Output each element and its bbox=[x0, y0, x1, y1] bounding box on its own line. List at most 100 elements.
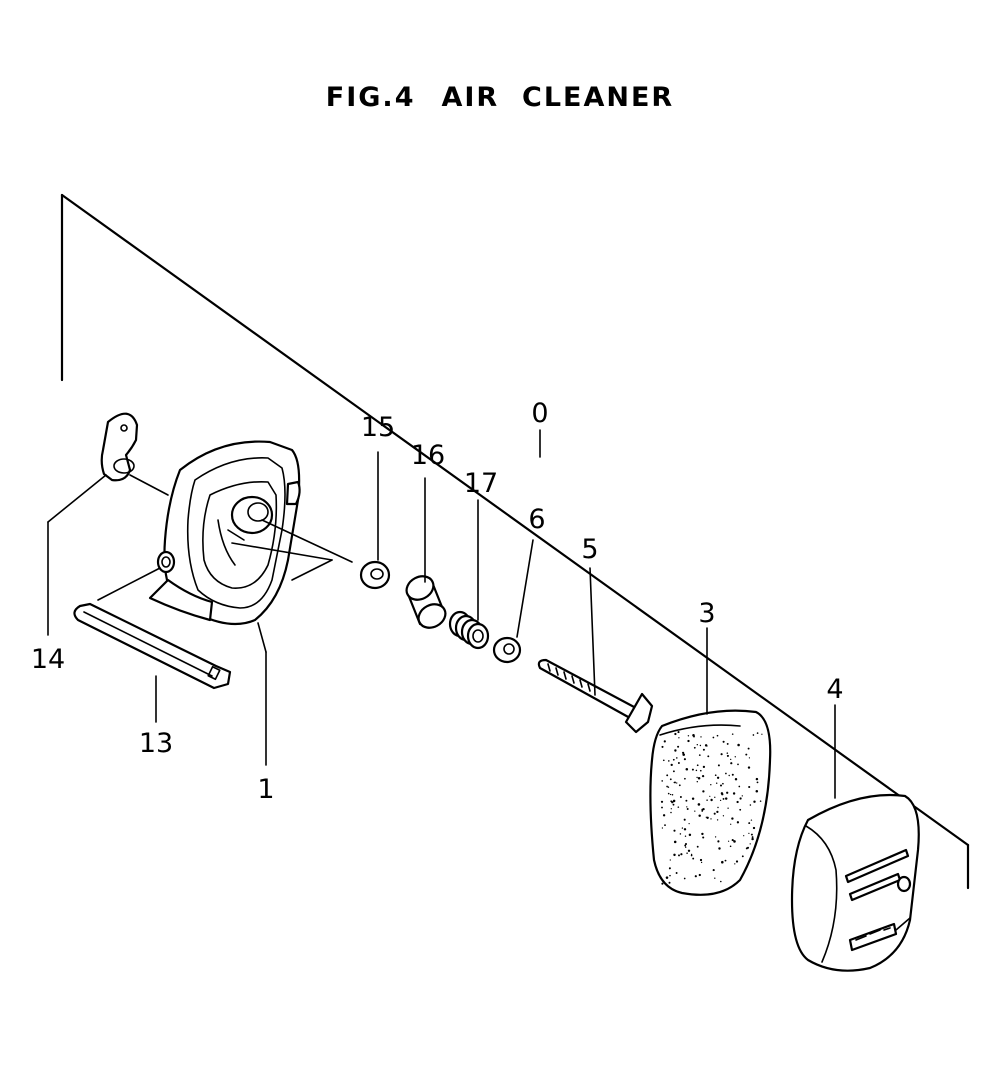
foam-speck bbox=[673, 853, 676, 857]
foam-speck bbox=[678, 854, 680, 857]
gasket-outline bbox=[100, 412, 139, 482]
assembly-bracket bbox=[60, 193, 970, 890]
foam-speck bbox=[681, 827, 684, 829]
foam-speck bbox=[756, 781, 759, 784]
foam-speck bbox=[755, 790, 759, 793]
foam-speck bbox=[673, 840, 677, 844]
foam-speck bbox=[699, 858, 703, 862]
foam-speck bbox=[712, 736, 715, 739]
foam-speck bbox=[679, 796, 682, 798]
washer-6-hole bbox=[503, 643, 515, 655]
callout-13: 13 bbox=[139, 728, 173, 759]
foam-speck bbox=[714, 836, 717, 838]
foam-speck bbox=[676, 782, 678, 784]
foam-speck bbox=[667, 760, 670, 762]
housing-boss bbox=[230, 495, 274, 535]
collar-end-far bbox=[405, 575, 435, 601]
leader-5 bbox=[589, 567, 596, 696]
foam-speck bbox=[712, 869, 715, 872]
foam-speck bbox=[700, 736, 702, 738]
washer-6-outer bbox=[492, 636, 522, 664]
foam-speck bbox=[683, 818, 686, 821]
cover-side-edge bbox=[805, 825, 838, 963]
foam-speck bbox=[704, 744, 708, 747]
part-3-element bbox=[649, 627, 772, 896]
foam-speck bbox=[699, 769, 702, 772]
foam-speck bbox=[722, 797, 725, 800]
foam-speck bbox=[698, 754, 701, 756]
callout-0: 0 bbox=[531, 398, 548, 429]
foam-speck bbox=[761, 733, 763, 735]
foam-speck bbox=[661, 882, 664, 885]
foam-speck bbox=[685, 846, 687, 848]
spring-inner bbox=[472, 629, 484, 643]
leader-6 bbox=[516, 539, 534, 638]
foam-speck bbox=[706, 799, 708, 801]
foam-speck bbox=[731, 773, 734, 776]
foam-speck bbox=[674, 749, 677, 752]
bolt-threads bbox=[547, 663, 591, 692]
figure-name: AIR CLEANER bbox=[441, 82, 675, 113]
foam-speck bbox=[666, 774, 669, 777]
part-6-washer bbox=[492, 539, 534, 664]
gasket-hole-small bbox=[120, 424, 128, 432]
element-foam-texture bbox=[660, 731, 763, 885]
washer-15-hole bbox=[370, 568, 384, 580]
foam-speck bbox=[661, 806, 663, 809]
foam-speck bbox=[691, 797, 695, 800]
foam-speck bbox=[751, 836, 754, 839]
foam-speck bbox=[743, 835, 745, 837]
foam-speck bbox=[675, 872, 678, 874]
foam-speck bbox=[688, 833, 692, 837]
foam-speck bbox=[678, 784, 681, 787]
foam-speck bbox=[671, 794, 674, 796]
housing-stud bbox=[156, 550, 176, 574]
foam-speck bbox=[752, 734, 755, 736]
part-17-spring bbox=[448, 499, 490, 650]
foam-speck bbox=[701, 808, 704, 811]
foam-speck bbox=[734, 778, 738, 781]
foam-speck bbox=[662, 759, 665, 762]
foam-speck bbox=[684, 835, 687, 837]
foam-speck bbox=[693, 746, 696, 749]
foam-speck bbox=[698, 814, 701, 817]
foam-speck bbox=[697, 803, 701, 806]
foam-speck bbox=[674, 781, 676, 784]
housing-inner-wall bbox=[202, 480, 278, 589]
callout-17: 17 bbox=[464, 468, 498, 499]
callout-1: 1 bbox=[257, 774, 274, 805]
cover-logo-mark bbox=[855, 927, 891, 941]
foam-speck bbox=[683, 877, 686, 880]
foam-speck bbox=[686, 768, 688, 771]
foam-speck bbox=[677, 731, 680, 734]
foam-speck bbox=[726, 752, 729, 754]
foam-speck bbox=[680, 853, 683, 856]
foam-speck bbox=[661, 745, 664, 748]
foam-speck bbox=[702, 790, 705, 793]
foam-speck bbox=[690, 854, 693, 857]
foam-speck bbox=[665, 876, 669, 879]
foam-speck bbox=[737, 763, 739, 766]
foam-speck bbox=[730, 823, 732, 825]
foam-speck bbox=[684, 842, 688, 846]
foam-speck bbox=[719, 784, 723, 787]
foam-speck bbox=[751, 837, 754, 841]
callout-6: 6 bbox=[528, 504, 545, 535]
cover-screw-hole bbox=[896, 875, 912, 893]
figure-number: FIG.4 bbox=[325, 82, 416, 113]
element-outline bbox=[649, 709, 772, 896]
foam-speck bbox=[677, 806, 680, 808]
foam-speck bbox=[730, 758, 732, 761]
foam-speck bbox=[683, 758, 686, 761]
foam-speck bbox=[714, 877, 716, 879]
figure-title: FIG.4 AIR CLEANER bbox=[0, 82, 1000, 113]
strap-link-line bbox=[97, 567, 161, 601]
foam-speck bbox=[741, 855, 744, 858]
foam-speck bbox=[732, 792, 736, 795]
foam-speck bbox=[669, 793, 672, 796]
foam-speck bbox=[670, 763, 673, 767]
callout-4: 4 bbox=[826, 674, 843, 705]
axis-line-lower bbox=[231, 542, 333, 561]
